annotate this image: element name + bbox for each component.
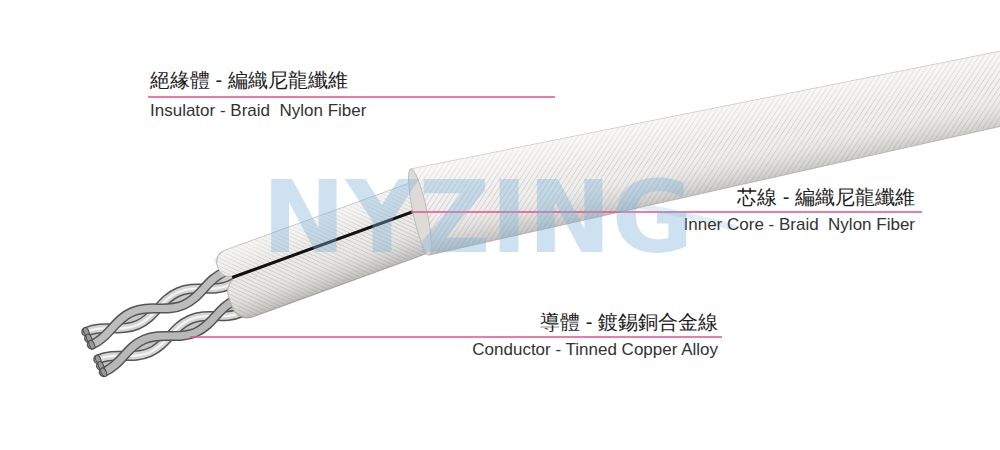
part-label-zh: 芯線 - 編織尼龍纖維 xyxy=(737,185,915,209)
watermark: NYZING xyxy=(262,168,694,268)
leader-lines xyxy=(148,97,922,337)
part-label-zh: 導體 - 鍍錫銅合金線 xyxy=(540,310,718,334)
part-label-zh: 絕緣體 - 編織尼龍纖維 xyxy=(150,68,348,92)
part-label-en: Insulator - Braid Nylon Fiber xyxy=(150,101,366,121)
leader-line xyxy=(148,96,555,98)
part-label-en: Inner Core - Braid Nylon Fiber xyxy=(684,215,915,235)
leader-line xyxy=(190,336,722,338)
part-label-en: Conductor - Tinned Copper Alloy xyxy=(472,340,718,360)
